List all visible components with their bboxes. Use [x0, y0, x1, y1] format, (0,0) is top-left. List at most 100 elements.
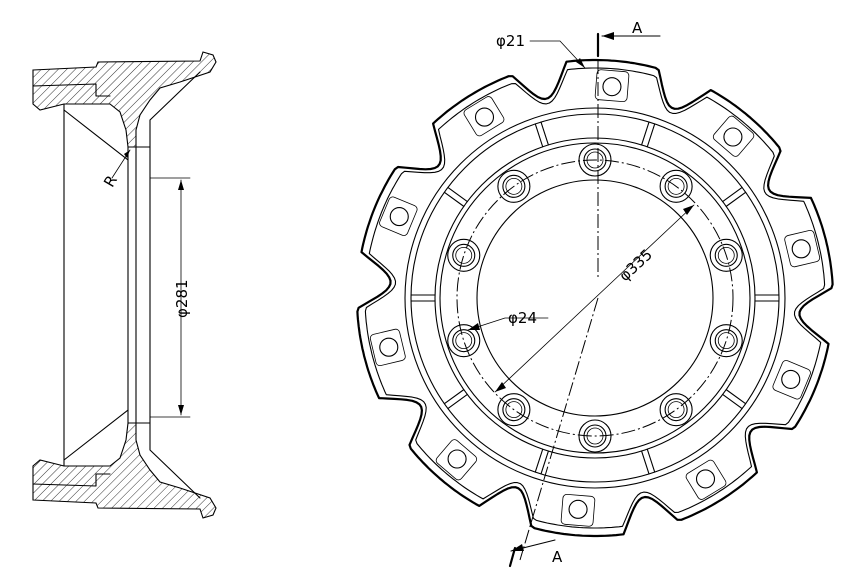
bolt-hole [502, 174, 526, 198]
rib-group [410, 121, 780, 475]
bolt-hole [664, 398, 688, 422]
lug-pocket [594, 69, 630, 103]
spoke-rib [722, 389, 747, 410]
bolt-hole-boss [447, 238, 481, 272]
lug-group [369, 69, 821, 527]
bolt-hole-boss [659, 169, 693, 203]
bottom-outer-curve [149, 422, 201, 499]
outer-inner-contour [364, 67, 826, 529]
bolt-hole-boss [578, 143, 612, 177]
bolt-hole [452, 243, 476, 267]
spoke-rib [443, 389, 468, 410]
lug-pocket [784, 229, 821, 268]
bolt-hole [583, 148, 607, 172]
bolt-hole-inner [586, 151, 604, 169]
bore-circle [476, 179, 714, 417]
bolt-hole-inner [505, 401, 523, 419]
outer-ring-circle-2 [410, 113, 780, 483]
mid-ring-circle [434, 137, 756, 459]
lug-pocket [379, 196, 418, 236]
bolt-hole [452, 329, 476, 353]
pitch-dimension-line [494, 204, 695, 393]
bolt-hole-inner [455, 246, 473, 264]
bolt-hole-inner [586, 427, 604, 445]
bolt-hole-boss [497, 393, 531, 427]
lug-pocket [712, 115, 755, 157]
lug-hole [723, 127, 743, 147]
lug-pocket [560, 493, 596, 527]
bolt-hole-label: φ21 [496, 32, 525, 50]
bolt-hole-inner [667, 177, 685, 195]
pitch-dimension-label: φ335 [615, 245, 655, 284]
lug-hole [447, 449, 467, 469]
spoke-rib [443, 186, 468, 207]
bolt-hole-boss [578, 419, 612, 453]
lug-hole [695, 469, 716, 489]
top-flange-inner [32, 83, 111, 97]
bolt-hole-boss [709, 324, 743, 358]
lug-pocket [435, 439, 478, 481]
bolt-hole [664, 174, 688, 198]
hub-caps [135, 146, 151, 424]
top-outer-curve [149, 71, 201, 148]
bolt-hole-inner [717, 246, 735, 264]
bottom-flange-inner [32, 473, 111, 487]
top-flange-section [32, 51, 217, 148]
lug-hole [474, 107, 495, 127]
lug-pocket [685, 459, 727, 500]
section-line-lower [519, 297, 599, 561]
section-arrow-bottom-head [511, 544, 524, 551]
lug-pocket [463, 96, 505, 137]
small-hole-leader-arrow [468, 323, 480, 330]
bolt-hole-leader-arrow [576, 58, 585, 68]
spoke-rib [722, 186, 747, 207]
mid-ring-circle-2 [439, 142, 751, 454]
spoke-rib [410, 294, 436, 302]
bolt-hole-inner [717, 332, 735, 350]
bolt-hole [714, 243, 738, 267]
fillet-label: R [100, 172, 121, 190]
bolt-hole-inner [667, 401, 685, 419]
bolt-hole-boss [659, 393, 693, 427]
bolt-hole-group [447, 143, 743, 453]
bolt-hole [714, 329, 738, 353]
small-hole-leader [467, 317, 549, 331]
side-section-view: R φ281 [32, 51, 217, 519]
bottom-taper-line [63, 409, 129, 461]
outer-scalloped-outline [356, 58, 834, 538]
section-marker-bottom: A [552, 548, 563, 566]
lug-hole [781, 369, 801, 389]
bolt-hole-leader [529, 40, 586, 69]
lug-hole [379, 337, 399, 357]
fillet-arrow [124, 150, 130, 158]
spoke-rib [534, 121, 549, 148]
bottom-flange-section [32, 422, 217, 519]
bolt-hole-inner [455, 332, 473, 350]
spoke-rib [641, 448, 656, 475]
bolt-hole-inner [505, 177, 523, 195]
lug-hole [568, 499, 588, 519]
spoke-rib [534, 448, 549, 475]
section-arrow-top-head [602, 32, 614, 40]
bore-dimension-label: φ281 [173, 279, 191, 318]
bolt-hole [502, 398, 526, 422]
bolt-hole-boss [497, 169, 531, 203]
outer-ring-circle [404, 107, 786, 489]
lug-hole [389, 207, 409, 227]
front-view: A A φ21 φ24 φ335 [356, 19, 834, 568]
lug-pocket [369, 328, 406, 367]
pitch-circle [456, 159, 734, 437]
lug-pocket [772, 360, 811, 400]
bore-extension-lines [149, 177, 191, 418]
spoke-rib [641, 121, 656, 148]
top-taper-line [63, 109, 129, 161]
bolt-hole-boss [447, 324, 481, 358]
lug-hole [791, 239, 811, 259]
section-marker-top: A [632, 19, 643, 37]
lug-hole [602, 77, 622, 97]
spoke-rib [754, 294, 780, 302]
bolt-hole [583, 424, 607, 448]
bolt-hole-boss [709, 238, 743, 272]
small-hole-label: φ24 [508, 309, 537, 327]
